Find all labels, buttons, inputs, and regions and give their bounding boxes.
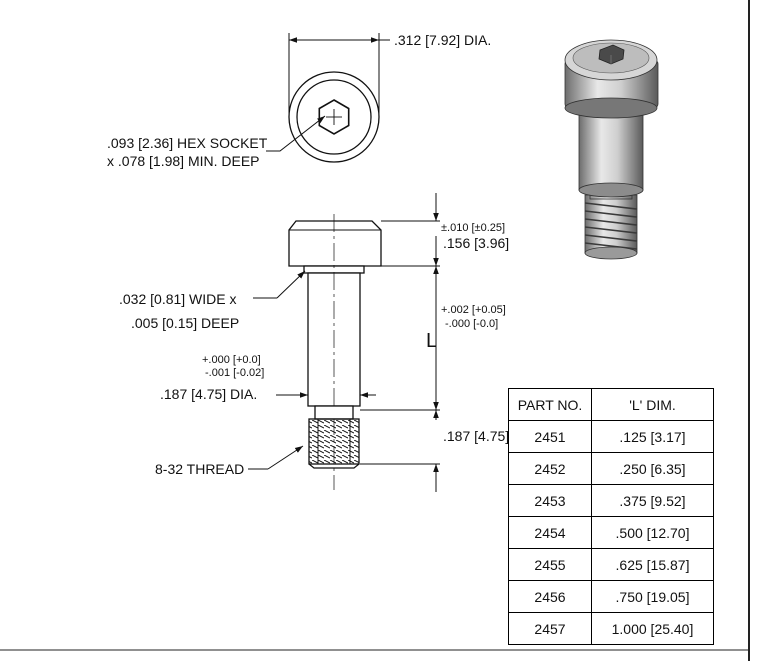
thread-neck bbox=[314, 405, 354, 420]
head-tolerance: ±.010 [±0.25] bbox=[441, 222, 505, 234]
diameter-label: .312 [7.92] DIA. bbox=[394, 32, 491, 48]
l-dim-cell: 1.000 [25.40] bbox=[591, 612, 714, 645]
thread-label: 8-32 THREAD bbox=[155, 461, 244, 477]
table-row: 2455 .625 [15.87] bbox=[508, 548, 714, 581]
dia-tolerance-plus: +.000 [+0.0] bbox=[202, 354, 261, 366]
part-number-cell: 2454 bbox=[508, 516, 592, 549]
l-label: L bbox=[426, 330, 437, 352]
thread-ridges bbox=[584, 202, 638, 250]
l-dim-cell: .625 [15.87] bbox=[591, 548, 714, 581]
part-number-cell: 2457 bbox=[508, 612, 592, 645]
header-l-dim: 'L' DIM. bbox=[591, 388, 714, 421]
table-row: 2454 .500 [12.70] bbox=[508, 516, 714, 549]
hex-socket bbox=[318, 99, 350, 135]
part-number-cell: 2451 bbox=[508, 420, 592, 453]
table-row: 2457 1.000 [25.40] bbox=[508, 612, 714, 645]
thread-length-label: .187 [4.75] bbox=[443, 428, 509, 444]
dia-tolerance-minus: -.001 [-0.02] bbox=[205, 367, 264, 379]
head-height-label: .156 [3.96] bbox=[443, 235, 509, 251]
part-number-cell: 2452 bbox=[508, 452, 592, 485]
l-tolerance-minus: -.000 [-0.0] bbox=[445, 318, 498, 330]
hex-socket-label-1: .093 [2.36] HEX SOCKET bbox=[107, 135, 268, 151]
l-dim-cell: .250 [6.35] bbox=[591, 452, 714, 485]
l-dim-cell: .125 [3.17] bbox=[591, 420, 714, 453]
top-view bbox=[266, 33, 390, 163]
head-inner-circle bbox=[296, 79, 372, 155]
screw-head bbox=[288, 220, 382, 267]
table-header-row: PART NO. 'L' DIM. bbox=[508, 388, 714, 421]
table-row: 2453 .375 [9.52] bbox=[508, 484, 714, 517]
l-dim-cell: .750 [19.05] bbox=[591, 580, 714, 613]
parts-table: PART NO. 'L' DIM. 2451 .125 [3.17] 2452 … bbox=[508, 388, 714, 645]
hex-leader bbox=[266, 115, 326, 152]
table-row: 2456 .750 [19.05] bbox=[508, 580, 714, 613]
l-dim-cell: .375 [9.52] bbox=[591, 484, 714, 517]
part-number-cell: 2453 bbox=[508, 484, 592, 517]
screw-3d-render bbox=[564, 39, 659, 260]
hex-socket-label-2: x .078 [1.98] MIN. DEEP bbox=[107, 153, 260, 169]
table-row: 2452 .250 [6.35] bbox=[508, 452, 714, 485]
l-dim-cell: .500 [12.70] bbox=[591, 516, 714, 549]
table-row: 2451 .125 [3.17] bbox=[508, 420, 714, 453]
side-view bbox=[248, 193, 440, 492]
shoulder-diameter-label: .187 [4.75] DIA. bbox=[160, 386, 257, 402]
header-part-no: PART NO. bbox=[508, 388, 592, 421]
groove-label-1: .032 [0.81] WIDE x bbox=[119, 291, 237, 307]
thread-body bbox=[308, 418, 360, 465]
groove-label-2: .005 [0.15] DEEP bbox=[131, 315, 239, 331]
part-number-cell: 2455 bbox=[508, 548, 592, 581]
l-tolerance-plus: +.002 [+0.05] bbox=[441, 304, 506, 316]
hex-socket-3d bbox=[598, 44, 625, 65]
part-number-cell: 2456 bbox=[508, 580, 592, 613]
